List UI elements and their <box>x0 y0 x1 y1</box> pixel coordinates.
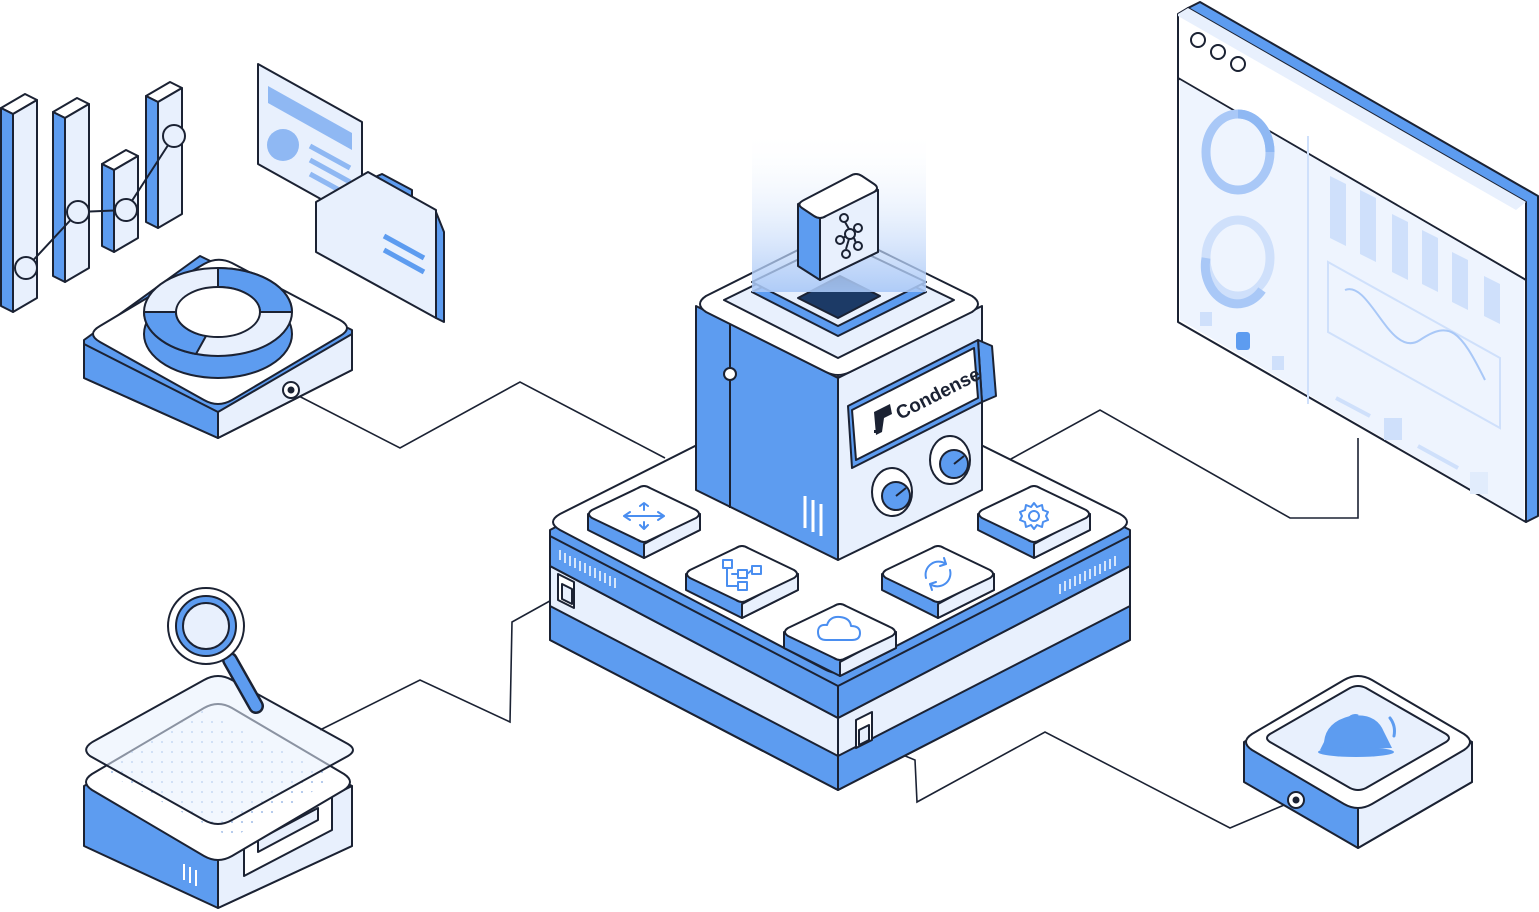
browser-dashboard-icon <box>1177 1 1539 523</box>
folder-icon <box>315 171 445 323</box>
cloud-icon <box>817 615 861 641</box>
line-hub-to-browser <box>999 409 1359 519</box>
hub-tiles <box>587 485 1091 677</box>
refresh-icon <box>924 557 952 591</box>
donut-chart-icon <box>83 255 353 439</box>
line-donut-to-hub <box>290 381 666 459</box>
dashboard-card-icon <box>257 63 363 223</box>
connection-lines <box>290 381 1359 829</box>
hub-tile-expand[interactable] <box>587 485 701 559</box>
bell-icon <box>1243 675 1473 849</box>
gear-icon <box>1019 502 1049 530</box>
magnifier-icon <box>83 587 354 909</box>
kafka-icon <box>797 173 879 281</box>
network-nodes-icon <box>722 559 762 591</box>
hub-tile-network[interactable] <box>685 545 799 619</box>
expand-arrows-icon <box>623 502 665 530</box>
line-hub-to-bell <box>861 731 1297 829</box>
hub-tile-gear[interactable] <box>977 485 1091 559</box>
hub-tile-refresh[interactable] <box>881 545 995 619</box>
line-search-to-hub <box>319 591 567 731</box>
bar-line-chart-icon <box>0 81 186 313</box>
control-knobs[interactable] <box>871 435 971 517</box>
condense-logo-icon <box>874 404 892 435</box>
hub-tile-cloud[interactable] <box>783 603 897 677</box>
